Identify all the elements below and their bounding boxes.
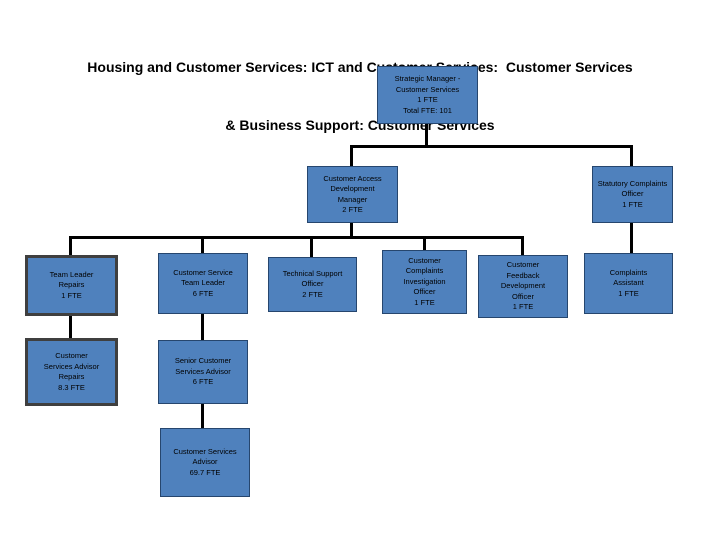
node-title: Technical Support Officer	[282, 268, 343, 289]
node-fte: 2 FTE	[302, 289, 323, 299]
node-fte: 69.7 FTE	[189, 467, 221, 477]
node-total-fte: Total FTE: 101	[403, 105, 452, 115]
org-node-technical-support-officer: Technical Support Officer 2 FTE	[268, 257, 357, 312]
page-title-line1: Housing and Customer Services: ICT and C…	[87, 58, 633, 75]
node-fte: 1 FTE	[414, 297, 435, 307]
node-fte: 1 FTE	[61, 290, 82, 300]
node-title: Customer Services Advisor	[173, 446, 237, 467]
connector-drop-cs-team-leader	[201, 236, 204, 253]
node-fte: 1 FTE	[618, 288, 639, 298]
node-title: Customer Service Team Leader	[173, 267, 233, 288]
node-title: Customer Complaints Investigation Office…	[403, 255, 446, 297]
node-fte: 6 FTE	[192, 288, 214, 298]
connector-drop-feedback-development	[521, 236, 524, 255]
org-node-customer-feedback-development-officer: Customer Feedback Development Officer 1 …	[478, 255, 568, 318]
node-fte: 6 FTE	[192, 377, 214, 387]
connector-drop-complaints-investigation	[423, 236, 426, 250]
connector-strategic-down	[425, 124, 428, 148]
page-title: Housing and Customer Services: ICT and C…	[0, 19, 720, 174]
org-node-customer-access-development-manager: Customer Access Development Manager 2 FT…	[307, 166, 398, 223]
node-title: Team Leader Repairs	[49, 269, 94, 290]
org-node-complaints-assistant: Complaints Assistant 1 FTE	[584, 253, 673, 314]
connector-statutory-to-complaints-assistant	[630, 222, 633, 253]
org-node-senior-customer-services-advisor: Senior Customer Services Advisor 6 FTE	[158, 340, 248, 404]
node-fte: 2 FTE	[342, 205, 363, 214]
connector-level2-bus	[350, 145, 633, 148]
org-node-team-leader-repairs: Team Leader Repairs 1 FTE	[25, 255, 118, 316]
org-node-customer-services-advisor-repairs: Customer Services Advisor Repairs 8.3 FT…	[25, 338, 118, 406]
org-node-customer-services-advisor: Customer Services Advisor 69.7 FTE	[160, 428, 250, 497]
node-fte: 1 FTE	[622, 199, 643, 209]
connector-cadm-drop	[350, 145, 353, 166]
node-title: Senior Customer Services Advisor	[174, 356, 232, 376]
node-title: Strategic Manager - Customer Services	[394, 74, 461, 94]
connector-cadm-down	[350, 222, 353, 238]
node-title: Complaints Assistant	[609, 267, 648, 288]
node-title: Customer Services Advisor Repairs	[43, 351, 100, 381]
connector-senior-csa-to-csa	[201, 403, 204, 428]
connector-tlr-to-csa-repairs	[69, 315, 72, 338]
org-node-statutory-complaints-officer: Statutory Complaints Officer 1 FTE	[592, 166, 673, 223]
connector-drop-tech-support	[310, 236, 313, 257]
node-fte: 8.3 FTE	[58, 382, 85, 392]
connector-cstl-to-senior-csa	[201, 313, 204, 340]
org-node-customer-complaints-investigation-officer: Customer Complaints Investigation Office…	[382, 250, 467, 314]
org-node-strategic-manager: Strategic Manager - Customer Services 1 …	[377, 66, 478, 124]
connector-statutory-drop	[630, 145, 633, 166]
node-fte: 1 FTE	[417, 95, 438, 104]
node-title: Customer Access Development Manager	[323, 173, 382, 204]
node-title: Statutory Complaints Officer	[597, 178, 668, 199]
page-title-line2: & Business Support: Customer Services	[225, 116, 495, 133]
connector-level3-bus	[69, 236, 524, 239]
node-title: Customer Feedback Development Officer	[500, 260, 546, 301]
org-node-customer-service-team-leader: Customer Service Team Leader 6 FTE	[158, 253, 248, 314]
node-fte: 1 FTE	[512, 302, 534, 312]
connector-drop-team-leader-repairs	[69, 236, 72, 255]
